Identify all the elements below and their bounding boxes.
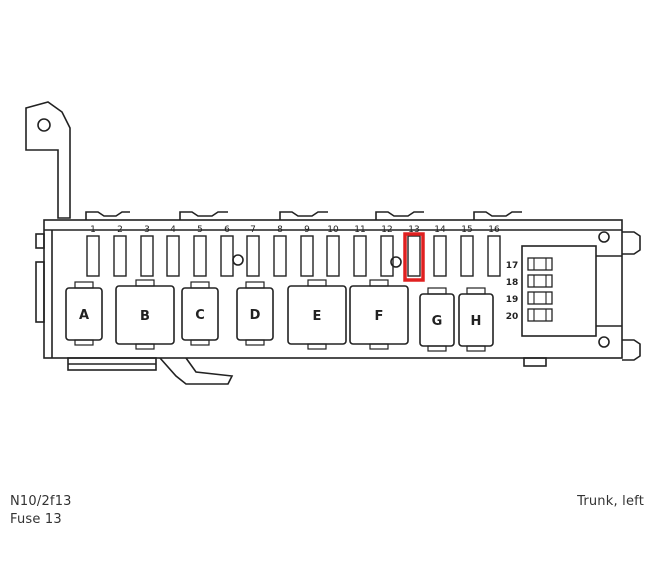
location-label: Trunk, left [577,494,644,509]
fuse-14: 14 [433,225,447,277]
side-fuse-20: 20 [506,308,553,322]
fuse-number: 11 [354,225,365,235]
fuse-number: 4 [170,225,176,235]
relay-label: B [140,309,150,324]
fuse-number: 12 [381,225,392,235]
svg-text:19: 19 [506,295,519,305]
fuse-box-housing [43,219,623,359]
fuse-number: 15 [461,225,472,235]
relay-label: H [471,314,482,329]
relay-d: D [236,281,274,346]
side-fuse-18: 18 [506,274,553,288]
fuse-highlight [403,232,425,282]
fuse-number: 6 [224,225,230,235]
fuse-number: 9 [304,225,310,235]
fuse-number: 8 [277,225,283,235]
relay-h: H [458,287,494,352]
fuse-8: 8 [273,225,287,277]
fuse-4: 4 [166,225,180,277]
mounting-bracket [25,101,71,219]
fuse-number: 2 [117,225,123,235]
fuse-label: Fuse 13 [10,512,62,527]
fuse-number: 5 [197,225,203,235]
fuse-13: 13 [403,225,425,282]
relay-label: F [375,309,384,324]
fuse-7: 7 [246,225,260,277]
fuse-number: 3 [144,225,150,235]
fuse-5: 5 [193,225,207,277]
relay-e: E [287,279,347,350]
svg-text:17: 17 [506,261,519,271]
side-fuse-17: 17 [506,257,553,271]
fuse-number: 1 [90,225,96,235]
side-fuse-19: 19 [506,291,553,305]
relay-label: E [313,309,322,324]
bracket-hole [37,118,51,132]
component-code: N10/2f13 [10,494,72,509]
fuse-number: 14 [434,225,446,235]
fuse-15: 15 [460,225,474,277]
fuse-16: 16 [487,225,501,277]
relay-label: A [79,308,89,323]
side-fuse-block [521,245,597,337]
relay-b: B [115,279,175,350]
fuse-6: 6 [220,225,234,277]
fuse-11: 11 [353,225,367,277]
relay-f: F [349,279,409,350]
svg-text:18: 18 [506,278,519,288]
fuse-12: 12 [380,225,394,277]
relay-c: C [181,281,219,346]
relay-label: C [195,308,205,323]
fuse-9: 9 [300,225,314,277]
fuse-number: 13 [408,225,419,235]
relay-label: G [432,314,443,329]
fuse-number: 10 [327,225,339,235]
fuse-number: 7 [250,225,256,235]
relay-g: G [419,287,455,352]
fuse-10: 10 [326,225,340,277]
fuse-1: 1 [86,225,100,277]
relay-label: D [250,308,261,323]
svg-text:20: 20 [506,312,519,322]
fuse-2: 2 [113,225,127,277]
fuse-number: 16 [488,225,500,235]
fuse-3: 3 [140,225,154,277]
relay-a: A [65,281,103,346]
